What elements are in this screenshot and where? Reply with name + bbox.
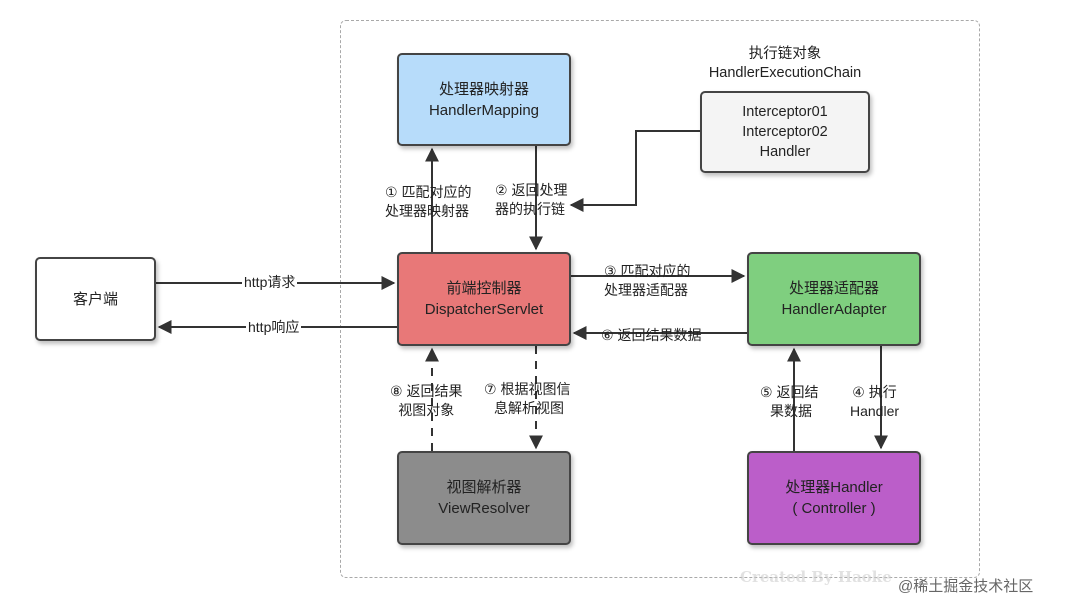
handler-controller-node: 处理器Handler ( Controller ) bbox=[747, 451, 921, 545]
resolver-cn-label: 视图解析器 bbox=[446, 479, 522, 496]
handler-mapping-cn-label: 处理器映射器 bbox=[438, 80, 529, 98]
handler-mapping-node: 处理器映射器 HandlerMapping bbox=[397, 53, 571, 146]
step3-label-line2: 处理器适配器 bbox=[604, 282, 688, 298]
step7-label: ⑦ 根据视图信 息解析视图 bbox=[484, 380, 570, 418]
execution-chain-title-cn: 执行链对象 bbox=[748, 46, 822, 62]
step2-label-line1: ② 返回处理 bbox=[495, 182, 568, 198]
dispatcher-cn-label: 前端控制器 bbox=[446, 280, 522, 297]
step2-label: ② 返回处理 器的执行链 bbox=[495, 181, 567, 219]
step3-label: ③ 匹配对应的 处理器适配器 bbox=[604, 262, 690, 300]
adapter-en-label: HandlerAdapter bbox=[781, 301, 887, 318]
handler-mapping-en-label: HandlerMapping bbox=[428, 101, 540, 119]
step3-label-line1: ③ 匹配对应的 bbox=[604, 263, 691, 279]
handler-adapter-node: 处理器适配器 HandlerAdapter bbox=[747, 252, 921, 346]
adapter-cn-label: 处理器适配器 bbox=[788, 280, 879, 297]
step1-label: ① 匹配对应的 处理器映射器 bbox=[385, 183, 471, 221]
step1-label-line2: 处理器映射器 bbox=[385, 203, 469, 219]
step8-label-line1: ⑧ 返回结果 bbox=[390, 383, 463, 399]
http-request-label: http请求 bbox=[242, 273, 298, 292]
step5-label-line1: ⑤ 返回结 bbox=[760, 384, 819, 400]
client-label: 客户端 bbox=[72, 290, 118, 308]
step8-label-line2: 视图对象 bbox=[398, 402, 455, 418]
step7-label-line2: 息解析视图 bbox=[494, 400, 564, 416]
step7-label-line1: ⑦ 根据视图信 bbox=[484, 381, 571, 397]
view-resolver-node: 视图解析器 ViewResolver bbox=[397, 451, 571, 545]
step5-label: ⑤ 返回结 果数据 bbox=[760, 383, 818, 421]
step2-label-line2: 器的执行链 bbox=[495, 201, 565, 217]
execution-chain-title: 执行链对象 HandlerExecutionChain bbox=[690, 45, 880, 83]
resolver-en-label: ViewResolver bbox=[438, 500, 530, 517]
step8-label: ⑧ 返回结果 视图对象 bbox=[390, 382, 462, 420]
chain-item-interceptor02: Interceptor02 bbox=[742, 124, 828, 140]
step4-label-line2: Handler bbox=[850, 403, 900, 419]
step6-label: ⑥ 返回结果数据 bbox=[601, 327, 702, 343]
dispatcher-servlet-node: 前端控制器 DispatcherServlet bbox=[397, 252, 571, 346]
step4-label: ④ 执行 Handler bbox=[850, 383, 899, 421]
handler-cn-label: 处理器Handler bbox=[785, 479, 883, 496]
chain-connector-arrow bbox=[569, 130, 700, 212]
server-boundary-frame bbox=[340, 20, 980, 578]
execution-chain-node: Interceptor01 Interceptor02 Handler bbox=[700, 91, 870, 173]
step1-label-line1: ① 匹配对应的 bbox=[385, 184, 472, 200]
chain-item-interceptor01: Interceptor01 bbox=[742, 104, 828, 120]
http-response-label: http响应 bbox=[246, 318, 302, 337]
client-node: 客户端 bbox=[35, 257, 156, 341]
watermark-site: @稀土掘金技术社区 bbox=[898, 578, 1034, 595]
execution-chain-title-en: HandlerExecutionChain bbox=[708, 65, 862, 81]
step5-label-line2: 果数据 bbox=[770, 403, 812, 419]
step4-label-line1: ④ 执行 bbox=[852, 384, 897, 400]
watermark-created-by: Created By Haoke bbox=[740, 568, 892, 586]
handler-en-label: ( Controller ) bbox=[792, 500, 876, 517]
dispatcher-en-label: DispatcherServlet bbox=[424, 301, 544, 318]
chain-item-handler: Handler bbox=[759, 144, 811, 160]
